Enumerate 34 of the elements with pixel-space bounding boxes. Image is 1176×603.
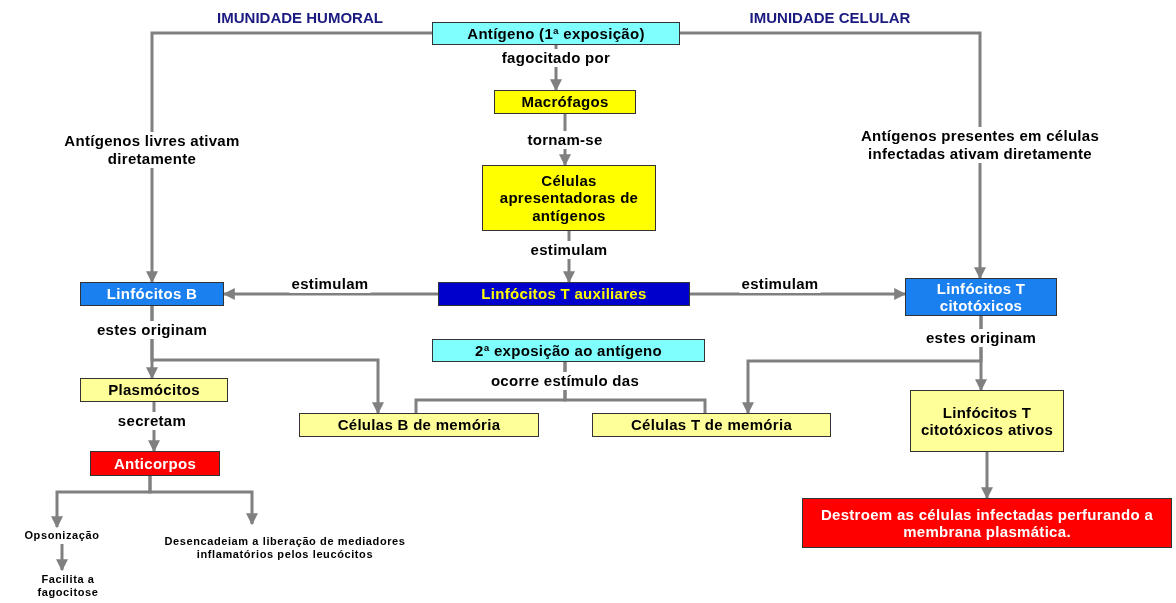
- arrow: [690, 288, 907, 300]
- process-box: Células B de memória: [299, 413, 539, 437]
- arrow: [680, 31, 986, 280]
- process-box: Destroem as células infectadas perfurando a membrana plasmática.: [802, 498, 1172, 548]
- process-box: Linfócitos T citotóxicos: [905, 278, 1057, 316]
- process-box: Anticorpos: [90, 451, 220, 476]
- section-heading: IMUNIDADE HUMORAL: [217, 8, 383, 26]
- process-box: Células apresentadoras de antígenos: [482, 165, 656, 231]
- process-box: Plasmócitos: [80, 378, 228, 402]
- arrow: [56, 544, 68, 572]
- annotation-text: Facilita a fagocitose: [18, 570, 118, 602]
- process-box: Macrófagos: [494, 90, 636, 114]
- edge-label: estimulam: [739, 275, 821, 293]
- arrow: [742, 316, 983, 415]
- connector-line: [563, 362, 707, 413]
- arrow: [148, 476, 258, 526]
- edge-label: estimulam: [528, 241, 610, 259]
- process-box: Células T de memória: [592, 413, 831, 437]
- process-box: 2ª exposição ao antígeno: [432, 339, 705, 362]
- edge-label: fagocitado por: [499, 49, 613, 67]
- edge-label: tornam-se: [525, 131, 605, 149]
- section-heading: IMUNIDADE CELULAR: [749, 8, 911, 26]
- arrow: [146, 31, 432, 284]
- arrow: [981, 452, 993, 500]
- annotation-text: Desencadeiam a liberação de mediadores inflamatórios pelos leucócitos: [160, 524, 410, 572]
- edge-label: estimulam: [289, 275, 371, 293]
- edge-label: ocorre estímulo das: [488, 372, 642, 390]
- arrow: [150, 306, 384, 415]
- annotation-text: Opsonização: [6, 527, 118, 544]
- arrow: [222, 288, 438, 300]
- process-box: Linfócitos T auxiliares: [438, 282, 690, 306]
- process-box: Antígeno (1ª exposição): [432, 22, 680, 45]
- process-box: Linfócitos B: [80, 282, 224, 306]
- process-box: Linfócitos T citotóxicos ativos: [910, 390, 1064, 452]
